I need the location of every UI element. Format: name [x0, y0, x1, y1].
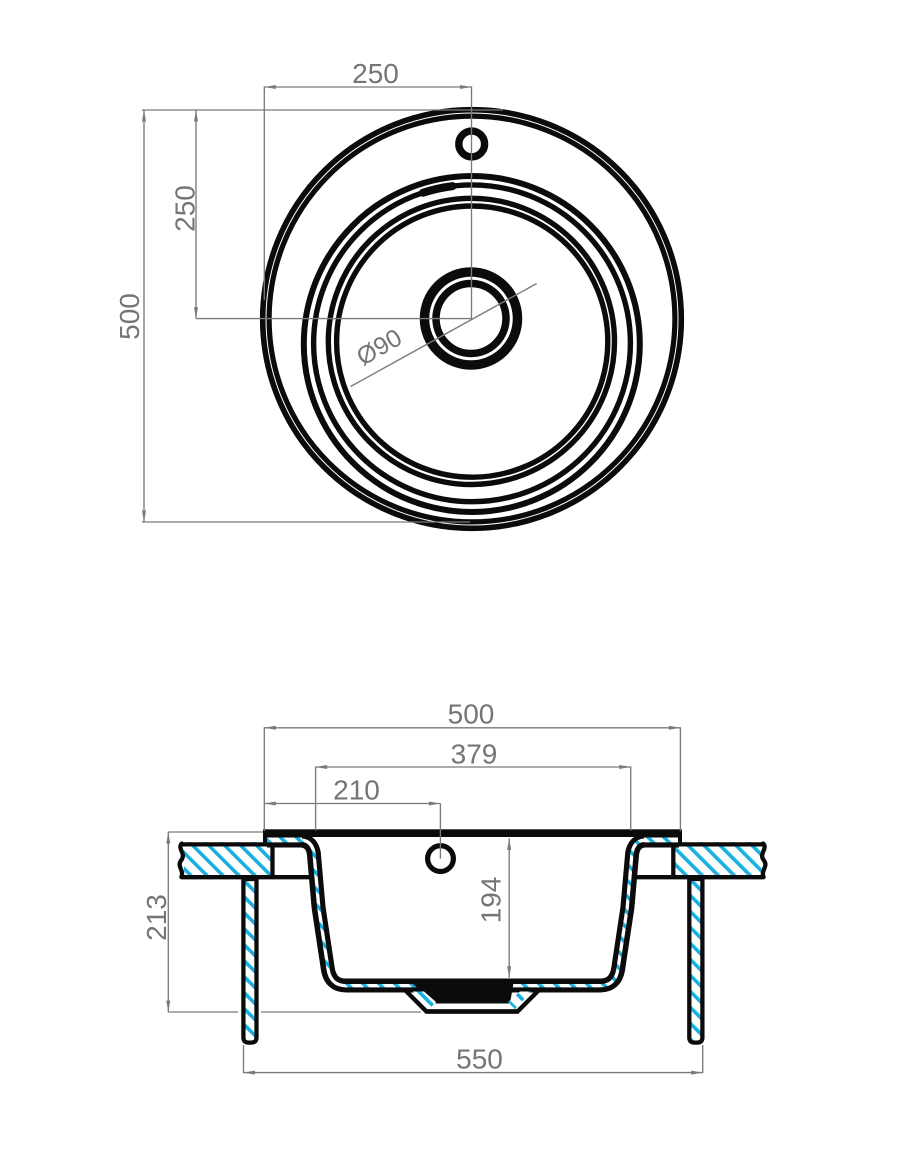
svg-text:213: 213 — [141, 894, 172, 941]
svg-text:500: 500 — [114, 293, 145, 340]
svg-text:250: 250 — [169, 185, 200, 232]
svg-text:Ø90: Ø90 — [352, 324, 407, 372]
svg-text:500: 500 — [448, 698, 495, 729]
svg-text:194: 194 — [476, 877, 507, 924]
svg-text:550: 550 — [456, 1043, 503, 1074]
svg-text:210: 210 — [333, 774, 380, 805]
svg-text:250: 250 — [352, 58, 399, 89]
svg-text:379: 379 — [451, 739, 498, 770]
